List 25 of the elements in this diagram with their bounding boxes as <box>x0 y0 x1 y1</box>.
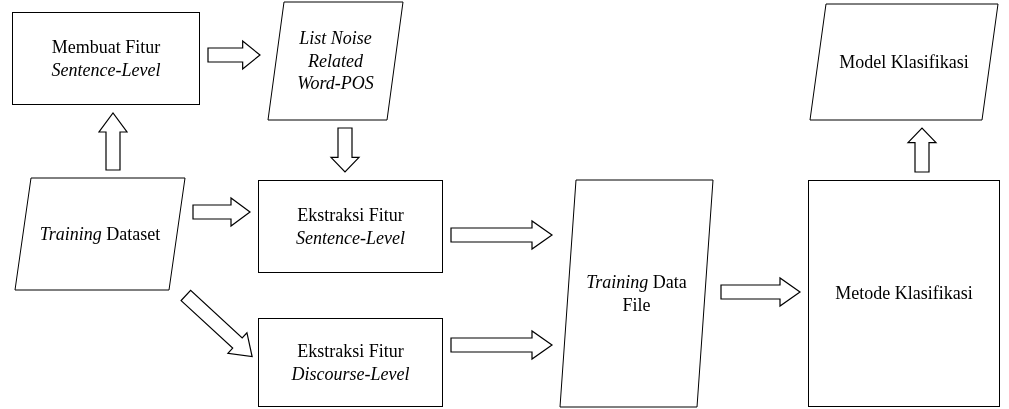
data-parallelogram <box>810 4 998 120</box>
block-arrow <box>207 39 261 71</box>
block-arrow <box>97 112 129 171</box>
process-box <box>808 180 1000 407</box>
data-parallelogram <box>15 178 185 290</box>
data-parallelogram <box>268 2 403 120</box>
node-label: Metode Klasifikasi <box>835 282 973 305</box>
process-box <box>12 12 200 105</box>
node-label: List Noise Related Word-POS <box>296 27 375 95</box>
block-arrow <box>329 127 361 173</box>
block-arrow <box>180 289 253 358</box>
block-arrow <box>192 196 251 228</box>
node-label: Training Dataset <box>39 222 161 246</box>
block-arrow <box>906 127 938 173</box>
node-label: Ekstraksi Fitur Sentence-Level <box>295 204 406 249</box>
block-arrow <box>450 219 554 251</box>
node-label: Training Data File <box>585 271 688 316</box>
data-parallelogram <box>560 180 713 407</box>
node-label: Model Klasifikasi <box>839 50 969 74</box>
node-label: Ekstraksi Fitur Discourse-Level <box>290 340 411 385</box>
block-arrow <box>450 329 554 361</box>
block-arrow <box>720 276 802 308</box>
process-box <box>258 318 443 407</box>
node-label: Membuat Fitur Sentence-Level <box>50 36 162 81</box>
process-box <box>258 180 443 273</box>
